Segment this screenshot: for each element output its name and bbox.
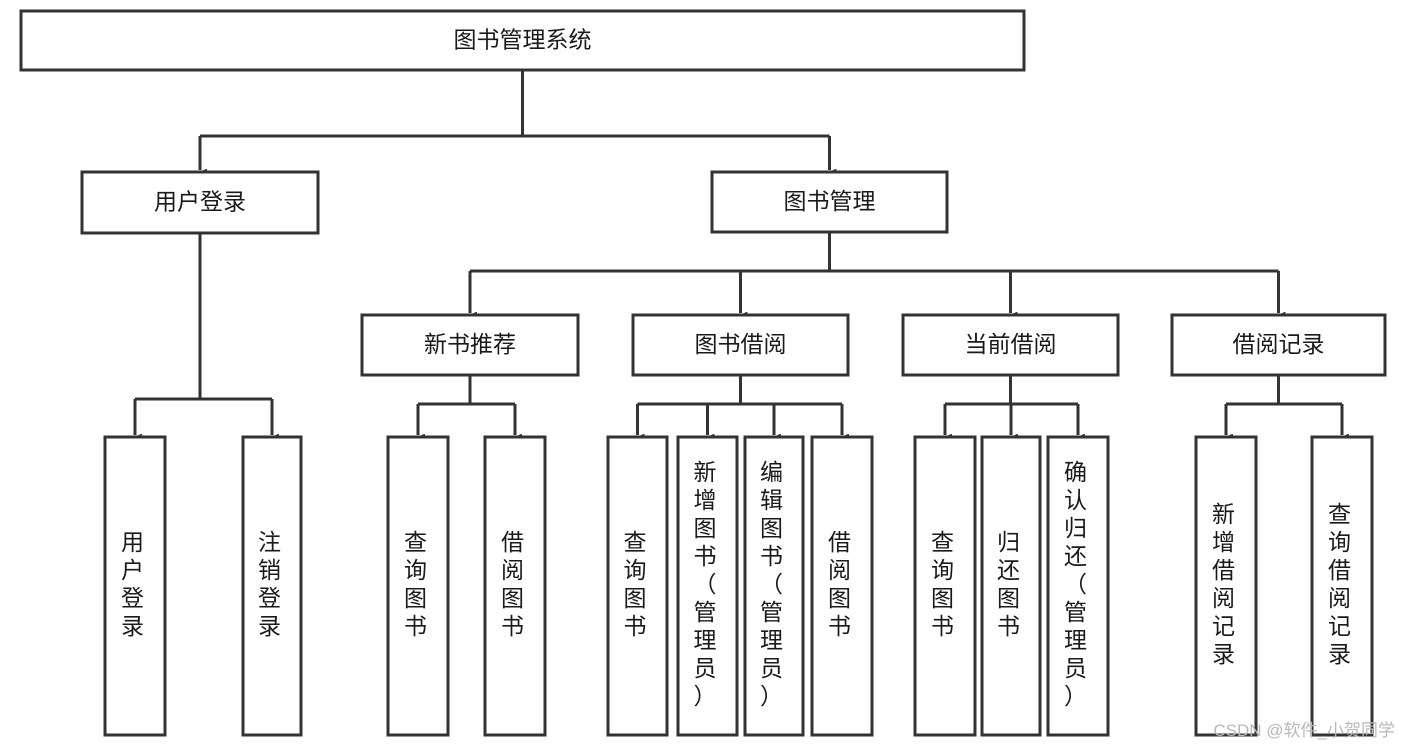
node-label: 用户登录 [154, 189, 246, 215]
node-label: 编辑图书（管理员） [760, 459, 788, 709]
node-box [606, 435, 669, 737]
node-box [1046, 435, 1110, 737]
node-box [901, 313, 1120, 377]
node-l3_2[interactable]: 当前借阅 [901, 313, 1120, 377]
node-leaf_6[interactable]: 编辑图书（管理员） [743, 435, 805, 737]
node-leaf_1[interactable]: 注销登录 [241, 435, 303, 737]
node-box [980, 435, 1042, 737]
node-leaf_2[interactable]: 查询图书 [386, 435, 450, 737]
node-leaf_9[interactable]: 归还图书 [980, 435, 1042, 737]
edges-layer [128, 70, 1349, 446]
node-label: 注销登录 [258, 529, 286, 639]
node-label: 查询借阅记录 [1328, 501, 1356, 667]
node-leaf_7[interactable]: 借阅图书 [810, 435, 874, 737]
node-box [710, 170, 949, 234]
node-leaf_12[interactable]: 查询借阅记录 [1310, 435, 1374, 737]
node-label: 借阅图书 [828, 529, 856, 639]
node-box [103, 435, 167, 737]
node-box [1170, 313, 1387, 377]
watermark-label: CSDN @软件_小贺同学 [1213, 721, 1395, 740]
node-label: 借阅记录 [1233, 331, 1325, 357]
node-label: 新增图书（管理员） [694, 459, 722, 709]
nodes-layer: 图书管理系统用户登录图书管理新书推荐图书借阅当前借阅借阅记录用户登录注销登录查询… [19, 9, 1387, 737]
node-box [676, 435, 739, 737]
node-leaf_0[interactable]: 用户登录 [103, 435, 167, 737]
node-box [1310, 435, 1374, 737]
node-box [19, 9, 1026, 72]
node-label: 借阅图书 [501, 529, 529, 639]
node-box [631, 313, 850, 377]
node-label: 图书借阅 [695, 331, 787, 357]
node-leaf_4[interactable]: 查询图书 [606, 435, 669, 737]
node-l3_3[interactable]: 借阅记录 [1170, 313, 1387, 377]
node-l2_0[interactable]: 用户登录 [80, 170, 320, 235]
node-box [1194, 435, 1258, 737]
node-box [483, 435, 547, 737]
node-label: 确认归还（管理员） [1064, 459, 1092, 709]
node-box [743, 435, 805, 737]
node-label: 查询图书 [404, 529, 432, 639]
node-label: 图书管理系统 [454, 27, 592, 53]
node-box [913, 435, 977, 737]
node-label: 当前借阅 [965, 331, 1057, 357]
node-leaf_8[interactable]: 查询图书 [913, 435, 977, 737]
node-leaf_11[interactable]: 新增借阅记录 [1194, 435, 1258, 737]
node-label: 用户登录 [121, 529, 149, 639]
node-l3_1[interactable]: 图书借阅 [631, 313, 850, 377]
node-leaf_5[interactable]: 新增图书（管理员） [676, 435, 739, 737]
node-label: 查询图书 [624, 529, 652, 639]
node-l2_1[interactable]: 图书管理 [710, 170, 949, 234]
node-box [241, 435, 303, 737]
node-label: 查询图书 [931, 529, 959, 639]
node-box [810, 435, 874, 737]
node-label: 归还图书 [997, 529, 1025, 639]
node-box [80, 170, 320, 235]
node-label: 图书管理 [784, 188, 876, 214]
node-label: 新书推荐 [424, 331, 516, 357]
node-leaf_10[interactable]: 确认归还（管理员） [1046, 435, 1110, 737]
node-box [386, 435, 450, 737]
node-leaf_3[interactable]: 借阅图书 [483, 435, 547, 737]
node-label: 新增借阅记录 [1212, 501, 1240, 667]
node-root[interactable]: 图书管理系统 [19, 9, 1026, 72]
node-box [360, 313, 580, 377]
node-l3_0[interactable]: 新书推荐 [360, 313, 580, 377]
